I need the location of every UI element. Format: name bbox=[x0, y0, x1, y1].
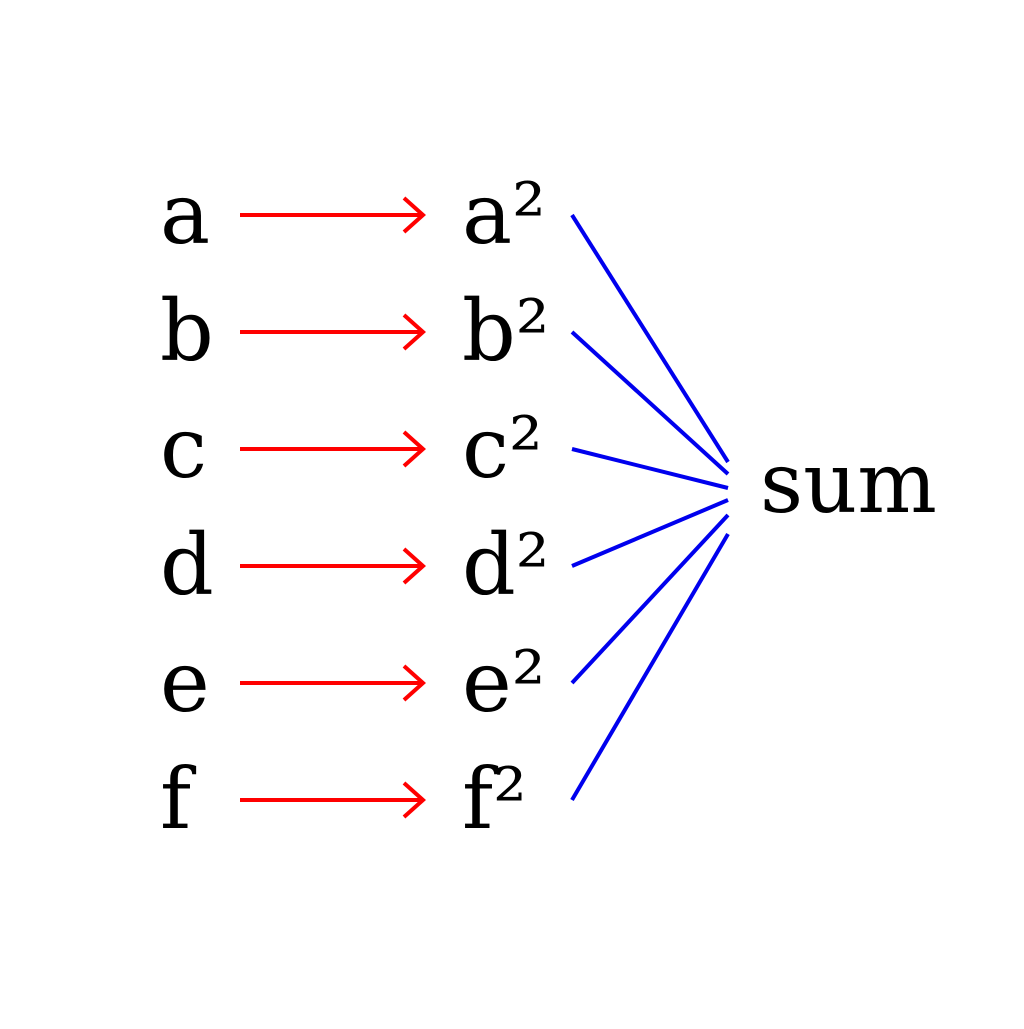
input-label-f: f bbox=[160, 750, 197, 848]
input-label-e: e bbox=[160, 633, 210, 731]
arrow-c bbox=[240, 430, 426, 468]
squared-label-a: a² bbox=[462, 165, 546, 263]
squared-label-f: f² bbox=[462, 750, 527, 848]
connector-a bbox=[570, 213, 730, 464]
input-label-d: d bbox=[160, 516, 214, 614]
arrow-b bbox=[240, 313, 426, 351]
arrow-f bbox=[240, 781, 426, 819]
input-label-c: c bbox=[160, 399, 207, 497]
connector-c bbox=[571, 447, 729, 490]
connector-f bbox=[570, 532, 730, 802]
arrow-e bbox=[240, 664, 426, 702]
input-label-b: b bbox=[160, 282, 214, 380]
squared-labels: a² b² c² d² e² f² bbox=[462, 165, 549, 848]
connector-e bbox=[570, 513, 730, 685]
squared-label-d: d² bbox=[462, 516, 549, 614]
squared-label-c: c² bbox=[462, 399, 543, 497]
square-arrows bbox=[240, 196, 426, 819]
squared-label-b: b² bbox=[462, 282, 549, 380]
sum-connectors bbox=[570, 213, 730, 802]
squared-label-e: e² bbox=[462, 633, 545, 731]
arrow-d bbox=[240, 547, 426, 585]
connector-b bbox=[570, 330, 730, 476]
connector-d bbox=[571, 498, 729, 568]
input-label-a: a bbox=[160, 165, 210, 263]
sum-label: sum bbox=[760, 434, 937, 532]
arrow-a bbox=[240, 196, 426, 234]
